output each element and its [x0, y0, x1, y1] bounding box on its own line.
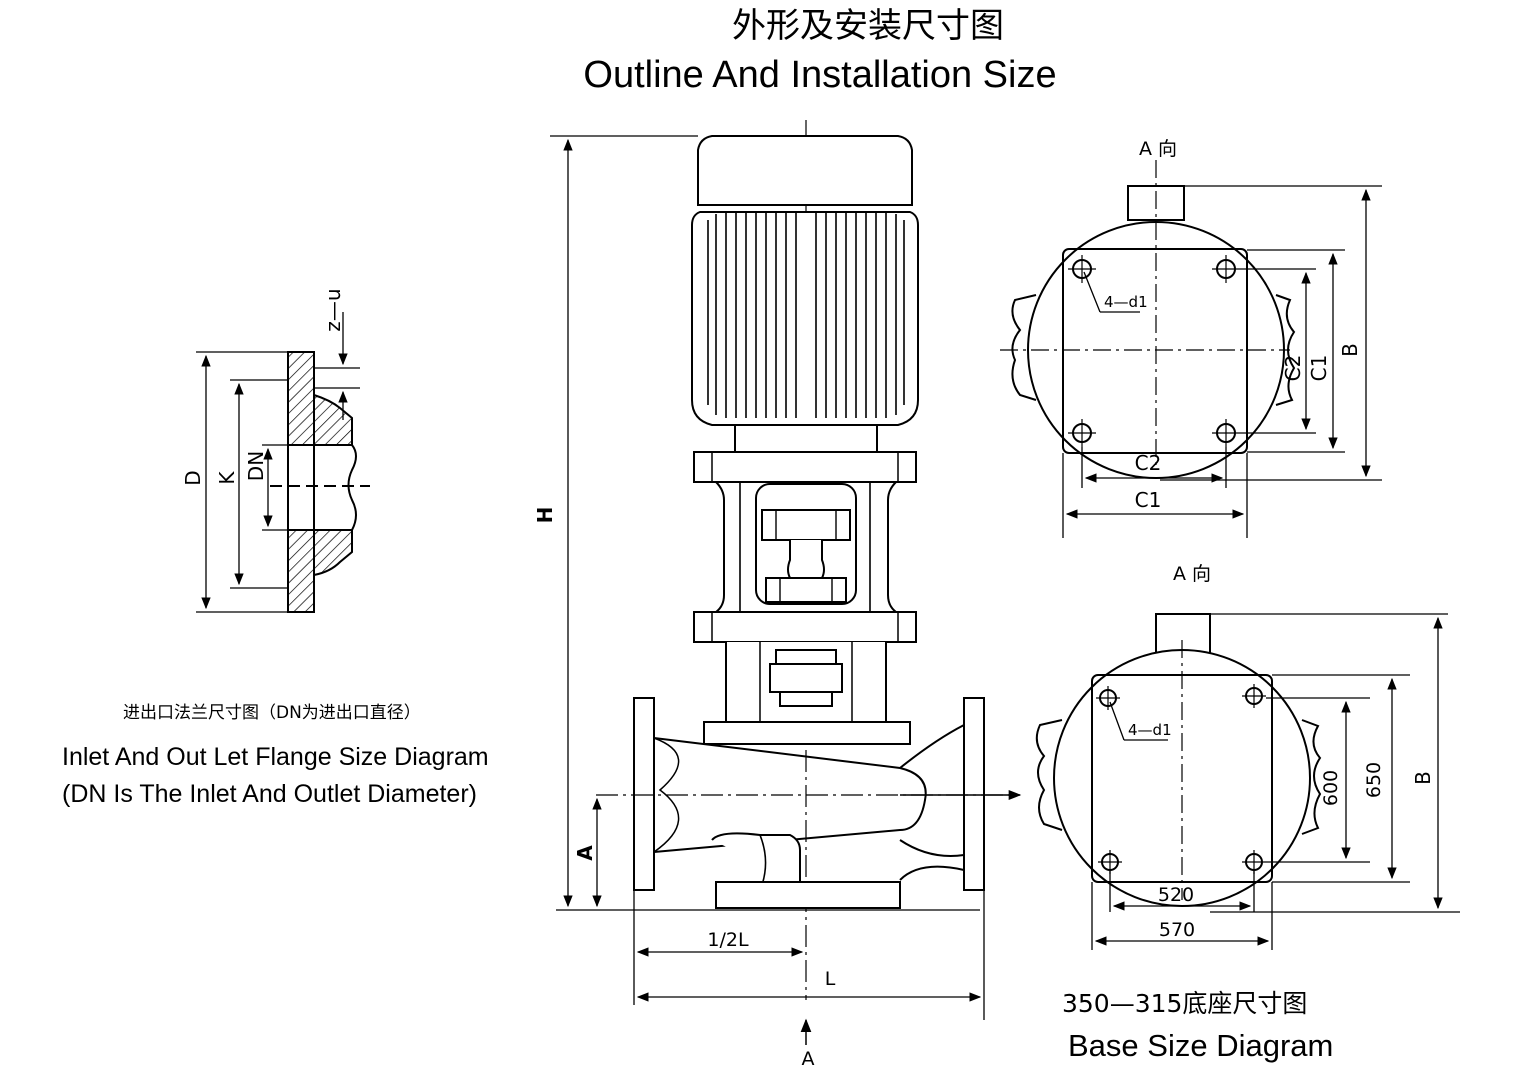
base-caption-english: Base Size Diagram [1068, 1028, 1333, 1063]
dim-label-l: L [825, 968, 836, 990]
dim-label-a: A [573, 845, 597, 861]
base-dim-label-600: 600 [1320, 770, 1342, 806]
base-holes-label: 4—d1 [1128, 721, 1172, 739]
base-view-direction-label: A 向 [1173, 563, 1211, 585]
top-holes-label: 4—d1 [1104, 293, 1148, 311]
base-dim-label-520: 520 [1158, 884, 1194, 906]
flange-label-d: D [181, 470, 205, 485]
top-dim-label-c1-vertical: C1 [1307, 355, 1331, 382]
title-chinese: 外形及安装尺寸图 [732, 6, 1004, 46]
dim-label-half-l: 1/2L [707, 929, 749, 951]
base-view [1035, 613, 1460, 950]
base-dim-label-650: 650 [1363, 762, 1385, 798]
top-dim-label-c1-horizontal: C1 [1135, 488, 1162, 512]
flange-caption-chinese: 进出口法兰尺寸图（DN为进出口直径） [123, 703, 421, 723]
top-view-a-direction [1000, 160, 1382, 538]
flange-section-view [196, 312, 370, 613]
top-view-direction-label: A 向 [1139, 138, 1177, 160]
dim-label-h: H [533, 507, 557, 524]
base-dim-label-570: 570 [1159, 919, 1195, 941]
top-dim-label-b: B [1338, 343, 1362, 357]
view-arrow-label-a: A [802, 1048, 815, 1070]
top-dim-label-c2-vertical: C2 [1281, 355, 1305, 382]
flange-caption-english-2: (DN Is The Inlet And Outlet Diameter) [62, 780, 477, 808]
flange-caption-english-1: Inlet And Out Let Flange Size Diagram [62, 743, 489, 771]
base-caption-chinese: 350—315底座尺寸图 [1062, 989, 1307, 1018]
top-dim-label-c2-horizontal: C2 [1135, 451, 1162, 475]
flange-label-dn: DN [244, 451, 268, 481]
pump-elevation-view [550, 120, 1022, 1045]
flange-label-nz: n—z [324, 288, 348, 331]
base-dim-label-b: B [1411, 771, 1435, 785]
flange-label-k: K [215, 471, 239, 485]
title-english: Outline And Installation Size [583, 54, 1056, 96]
